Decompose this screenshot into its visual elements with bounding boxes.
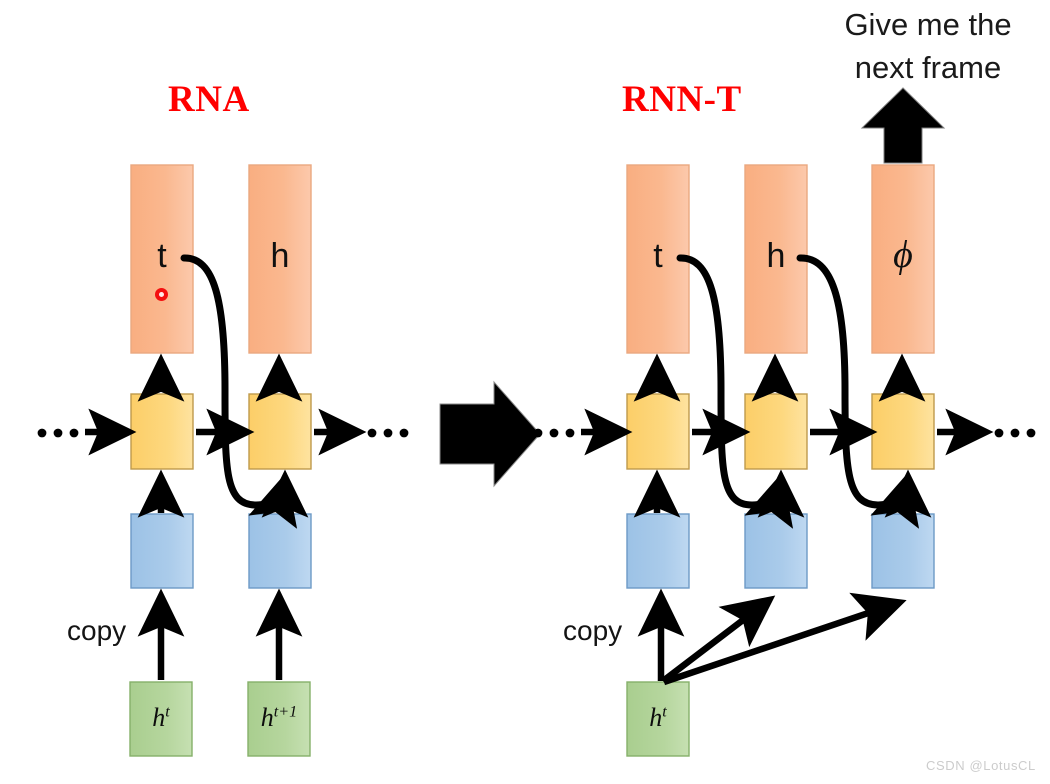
left-panel-group <box>37 164 409 757</box>
left-source-label-1: ht <box>130 703 192 733</box>
left-output-label-h: h <box>270 237 290 275</box>
right-input-box-1 <box>626 513 690 589</box>
right-copy-label: copy <box>563 615 623 646</box>
left-rnn-box-2 <box>248 393 312 470</box>
right-output-label-h: h <box>766 237 786 275</box>
right-rnn-box-1 <box>626 393 690 470</box>
left-input-box-2 <box>248 513 312 589</box>
next-frame-block-arrow <box>860 87 946 164</box>
left-copy-label: copy <box>67 615 127 646</box>
right-feedback-curve-2 <box>796 254 920 529</box>
right-input-box-2 <box>744 513 808 589</box>
left-source-base-2: h <box>260 703 274 732</box>
right-panel-group <box>533 87 1036 757</box>
left-rnn-box-1 <box>130 393 194 470</box>
right-panel-title: RNN-T <box>622 79 742 120</box>
left-output-box-2 <box>248 164 312 354</box>
left-source-box-1 <box>129 681 193 757</box>
right-source-sup-1: t <box>662 703 667 721</box>
right-rnn-box-3 <box>871 393 935 470</box>
right-arrow-copy-to-input-2 <box>661 595 776 684</box>
right-rnn-box-2 <box>744 393 808 470</box>
next-frame-prompt-line1: Give me the <box>844 7 1012 42</box>
right-output-label-t: t <box>653 237 663 275</box>
right-source-box-1 <box>626 681 690 757</box>
left-output-label-t: t <box>157 237 167 275</box>
right-output-box-3 <box>871 164 935 354</box>
right-ellipsis-end <box>994 428 1036 438</box>
right-input-box-3 <box>871 513 935 589</box>
right-feedback-curve-1 <box>676 254 794 529</box>
left-source-sup-2: t+1 <box>273 703 298 721</box>
left-source-sup-1: t <box>165 703 170 721</box>
watermark-text: CSDN @LotusCL <box>926 758 1036 773</box>
transition-block-arrow <box>439 380 541 488</box>
left-source-base-1: h <box>152 703 166 732</box>
left-source-box-2 <box>247 681 311 757</box>
right-output-label-phi: ϕ <box>893 234 913 276</box>
left-ellipsis-end <box>367 428 409 438</box>
left-input-box-1 <box>130 513 194 589</box>
right-ellipsis-start <box>533 428 575 438</box>
left-ellipsis-start <box>37 428 79 438</box>
cursor-marker-icon <box>155 288 168 301</box>
right-output-box-2 <box>744 164 808 354</box>
right-arrow-copy-to-input-3 <box>662 592 907 686</box>
left-panel-title: RNA <box>168 79 250 120</box>
left-feedback-curve <box>180 254 298 529</box>
left-source-label-2: ht+1 <box>248 703 310 733</box>
next-frame-prompt-line2: next frame <box>854 50 1002 85</box>
right-source-base-1: h <box>649 703 663 732</box>
right-source-label-1: ht <box>627 703 689 733</box>
